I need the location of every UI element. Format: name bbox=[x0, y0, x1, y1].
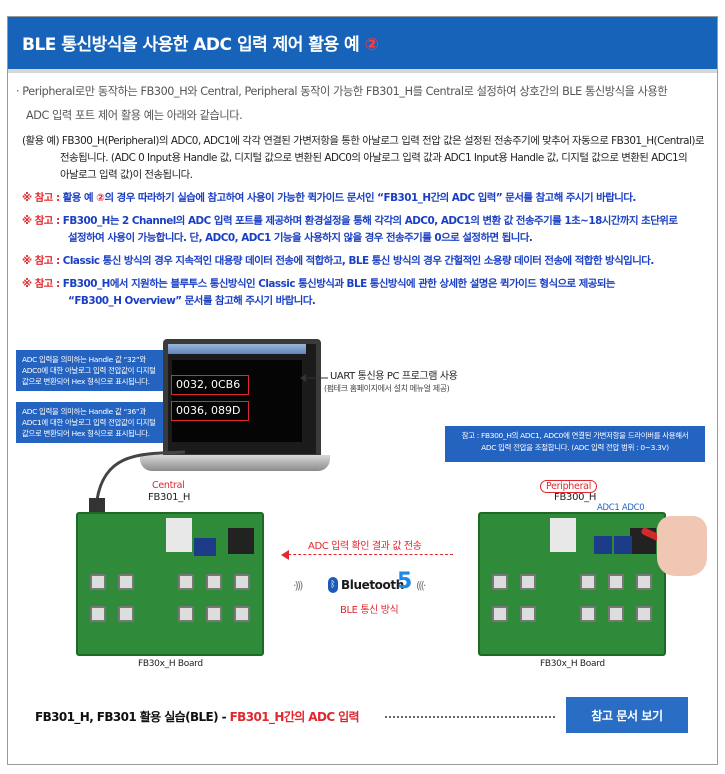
note-text: FB300_H는 2 Channel의 ADC 입력 포트를 제공하며 환경설정… bbox=[62, 215, 678, 227]
section-number: ② bbox=[364, 35, 379, 55]
bluetooth-icon: ᛒ bbox=[328, 577, 338, 593]
reference-doc-highlight: FB301_H간의 ADC 입력 bbox=[229, 710, 360, 724]
adjust-note-box: 참고 : FB300_H의 ADC1, ADC0에 연결된 가변저항을 드라이버… bbox=[445, 426, 705, 462]
reference-doc-text: FB301_H, FB301 활용 실습(BLE) - bbox=[35, 710, 230, 724]
potentiometer bbox=[194, 538, 216, 556]
example-line-3: 아날로그 입력 값)이 전송됩니다. bbox=[60, 169, 193, 181]
board-fb300 bbox=[478, 512, 666, 656]
result-transfer-arrow bbox=[281, 550, 453, 560]
usb-cable bbox=[89, 450, 186, 516]
callout-line: 값으로 변환되어 Hex 형식으로 표시됩니다. bbox=[22, 429, 150, 438]
section-title-text: BLE 통신방식을 사용한 ADC 입력 제어 활용 예 bbox=[22, 35, 360, 55]
connector bbox=[228, 528, 254, 554]
intro-line-2: ADC 입력 포트 제어 활용 예는 아래와 같습니다. bbox=[26, 109, 243, 122]
button bbox=[90, 606, 106, 622]
button bbox=[608, 574, 624, 590]
button bbox=[90, 574, 106, 590]
reference-doc-line: FB301_H, FB301 활용 실습(BLE) - FB301_H간의 AD… bbox=[35, 708, 360, 725]
callout-line: ADC 입력을 의미하는 Handle 값 “36”과 bbox=[22, 407, 146, 416]
adc-channel-labels: ADC1 ADC0 bbox=[597, 503, 645, 513]
board-left-label: FB30x_H Board bbox=[138, 659, 203, 669]
uart-label: UART 통신용 PC 프로그램 사용 bbox=[330, 371, 458, 382]
button bbox=[234, 574, 250, 590]
note-mark: ※ 참고 : bbox=[22, 192, 60, 204]
button bbox=[580, 574, 596, 590]
peripheral-board-label: FB300_H bbox=[554, 492, 597, 503]
board-fb301 bbox=[76, 512, 264, 656]
dotted-leader bbox=[385, 716, 555, 718]
board-right-label: FB30x_H Board bbox=[540, 659, 605, 669]
intro-paragraph: · Peripheral로만 동작하는 FB300_H와 Central, Pe… bbox=[16, 80, 702, 128]
hand bbox=[657, 516, 707, 576]
button bbox=[118, 606, 134, 622]
note-text-cont: 설정하여 사용이 가능합니다. 단, ADC0, ADC1 기능을 사용하지 않… bbox=[68, 232, 533, 244]
view-reference-doc-button[interactable]: 참고 문서 보기 bbox=[566, 697, 688, 733]
note-text: Classic 통신 방식의 경우 지속적인 대용량 데이터 전송에 적합하고,… bbox=[62, 255, 655, 267]
callout-line: ADC1에 대한 아날로그 입력 전압값이 디지털 bbox=[22, 418, 156, 427]
button bbox=[206, 606, 222, 622]
callout-line: ADC0에 대한 아날로그 입력 전압값이 디지털 bbox=[22, 366, 156, 375]
button bbox=[234, 606, 250, 622]
callout-adc1: ADC 입력을 의미하는 Handle 값 “36”과 ADC1에 대한 아날로… bbox=[16, 402, 182, 443]
example-line-2: 전송됩니다. (ADC 0 Input용 Handle 값, 디지털 값으로 변… bbox=[60, 152, 688, 164]
ble-module bbox=[550, 518, 576, 552]
note-box-line: 참고 : FB300_H의 ADC1, ADC0에 연결된 가변저항을 드라이버… bbox=[461, 431, 689, 440]
potentiometer-adc0 bbox=[614, 536, 632, 554]
note-item: ※ 참고 : 활용 예 ②의 경우 따라하기 실습에 참고하여 사용이 가능한 … bbox=[22, 190, 706, 207]
button bbox=[520, 606, 536, 622]
bluetooth-logo-text: Bluetooth bbox=[341, 578, 404, 592]
callout-adc0: ADC 입력을 의미하는 Handle 값 “32”와 ADC0에 대한 아날로… bbox=[16, 350, 182, 391]
note-mark: ※ 참고 : bbox=[22, 255, 60, 267]
uart-sub: (펌테크 홈페이지에서 설치 메뉴얼 제공) bbox=[324, 384, 450, 393]
readout-adc0: 0032, 0CB6 bbox=[171, 375, 249, 395]
note-text: 의 경우 따라하기 실습에 참고하여 사용이 가능한 퀵가이드 문서인 “FB3… bbox=[104, 192, 636, 204]
section-header: BLE 통신방식을 사용한 ADC 입력 제어 활용 예 ② bbox=[8, 17, 717, 73]
terminal-titlebar bbox=[168, 344, 306, 354]
result-transfer-label: ADC 입력 확인 결과 값 전송 bbox=[308, 541, 422, 552]
note-item: ※ 참고 : FB300_H는 2 Channel의 ADC 입력 포트를 제공… bbox=[22, 213, 706, 247]
bluetooth-version: 5 bbox=[397, 569, 413, 594]
ble-module bbox=[166, 518, 192, 552]
signal-wave-left: ·))) bbox=[293, 579, 303, 592]
callout-line: 값으로 변환되어 Hex 형식으로 표시됩니다. bbox=[22, 377, 150, 386]
uart-pointer-arrow bbox=[300, 374, 328, 382]
example-paragraph: (활용 예) FB300_H(Peripheral)의 ADC0, ADC1에 … bbox=[22, 133, 706, 184]
button bbox=[178, 574, 194, 590]
button bbox=[580, 606, 596, 622]
button bbox=[520, 574, 536, 590]
note-pre: 활용 예 bbox=[62, 192, 94, 204]
button bbox=[636, 574, 652, 590]
note-mark: ※ 참고 : bbox=[22, 278, 60, 290]
button bbox=[178, 606, 194, 622]
central-role-label: Central bbox=[152, 480, 185, 491]
button bbox=[492, 606, 508, 622]
readout-adc1: 0036, 089D bbox=[171, 401, 249, 421]
button bbox=[206, 574, 222, 590]
button bbox=[636, 606, 652, 622]
ble-mode-label: BLE 통신 방식 bbox=[340, 605, 399, 616]
note-box-line: ADC 입력 전압을 조절합니다. (ADC 입력 전압 범위 : 0~3.3V… bbox=[481, 443, 669, 452]
signal-wave-right: (((· bbox=[416, 579, 426, 592]
note-text: FB300_H에서 지원하는 블루투스 통신방식인 Classic 통신방식과 … bbox=[62, 278, 616, 290]
example-line-1: (활용 예) FB300_H(Peripheral)의 ADC0, ADC1에 … bbox=[22, 135, 705, 147]
button bbox=[608, 606, 624, 622]
note-item: ※ 참고 : Classic 통신 방식의 경우 지속적인 대용량 데이터 전송… bbox=[22, 253, 706, 270]
notes-list: ※ 참고 : 활용 예 ②의 경우 따라하기 실습에 참고하여 사용이 가능한 … bbox=[22, 190, 706, 316]
laptop-base bbox=[140, 455, 330, 471]
note-circle-number: ② bbox=[96, 192, 105, 204]
button bbox=[118, 574, 134, 590]
note-mark: ※ 참고 : bbox=[22, 215, 60, 227]
button bbox=[492, 574, 508, 590]
potentiometer-adc1 bbox=[594, 536, 612, 554]
callout-line: ADC 입력을 의미하는 Handle 값 “32”와 bbox=[22, 355, 146, 364]
central-board-label: FB301_H bbox=[148, 492, 191, 503]
note-text-cont: “FB300_H Overview” 문서를 참고해 주시기 바랍니다. bbox=[68, 295, 316, 307]
note-item: ※ 참고 : FB300_H에서 지원하는 블루투스 통신방식인 Classic… bbox=[22, 276, 706, 310]
peripheral-role-label: Peripheral bbox=[540, 480, 598, 493]
section-title: BLE 통신방식을 사용한 ADC 입력 제어 활용 예 ② bbox=[22, 30, 379, 55]
intro-line-1: · Peripheral로만 동작하는 FB300_H와 Central, Pe… bbox=[16, 85, 668, 98]
